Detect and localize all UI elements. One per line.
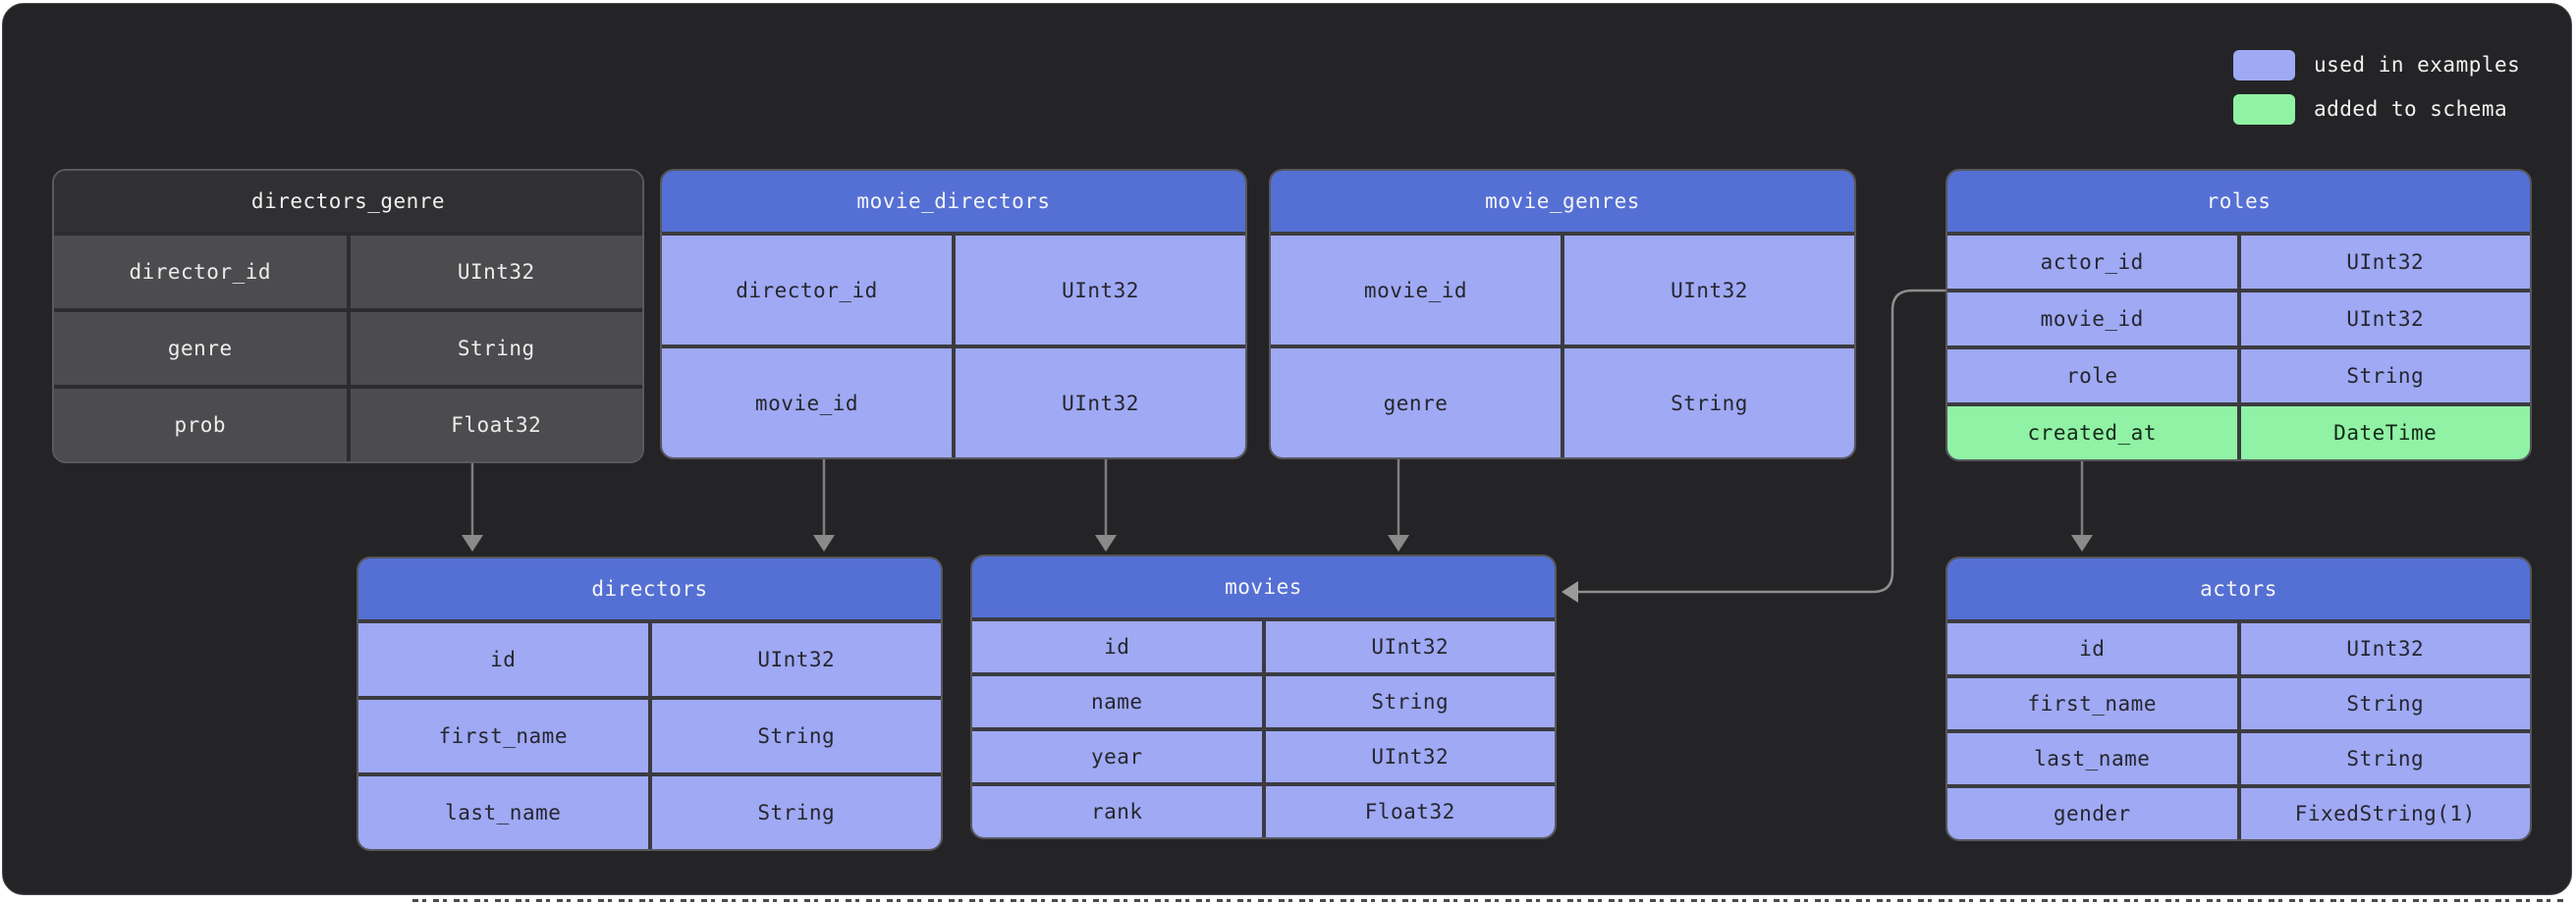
field-type-cell: UInt32	[1564, 236, 1854, 345]
field-name-cell: first_name	[358, 700, 648, 772]
field-type-cell: String	[651, 776, 941, 849]
field-type-cell: UInt32	[2240, 236, 2530, 289]
field-type-cell: UInt32	[1265, 731, 1555, 782]
table-directors: directors id UInt32 first_name String la…	[356, 557, 943, 851]
cropped-text-noise	[412, 899, 2566, 902]
field-name-cell: role	[1947, 349, 2237, 402]
field-name-cell: prob	[54, 389, 347, 461]
page-background-strip	[0, 895, 2576, 904]
table-title: movies	[972, 557, 1555, 617]
table-movie-directors: movie_directors director_id UInt32 movie…	[660, 169, 1247, 459]
field-name-cell: movie_id	[1947, 292, 2237, 346]
field-name-cell: director_id	[662, 236, 952, 345]
table-title: directors_genre	[54, 171, 642, 232]
table-title: roles	[1947, 171, 2530, 232]
field-type-cell: String	[1265, 676, 1555, 727]
field-type-cell: UInt32	[2240, 292, 2530, 346]
field-name-cell: movie_id	[662, 348, 952, 457]
field-type-cell: Float32	[1265, 786, 1555, 837]
legend-label: added to schema	[2314, 97, 2508, 121]
field-type-cell: UInt32	[956, 236, 1245, 345]
table-movie-genres: movie_genres movie_id UInt32 genre Strin…	[1269, 169, 1856, 459]
field-type-cell: String	[651, 700, 941, 772]
field-type-cell: UInt32	[350, 236, 642, 308]
table-roles: roles actor_id UInt32 movie_id UInt32 ro…	[1946, 169, 2532, 461]
field-name-cell: last_name	[358, 776, 648, 849]
table-actors: actors id UInt32 first_name String last_…	[1946, 557, 2532, 841]
field-type-cell: UInt32	[2240, 623, 2530, 674]
field-name-cell: rank	[972, 786, 1262, 837]
table-directors-genre: directors_genre director_id UInt32 genre…	[52, 169, 644, 463]
field-type-cell: String	[2240, 678, 2530, 729]
table-title: actors	[1947, 558, 2530, 619]
field-name-cell: name	[972, 676, 1262, 727]
table-title: directors	[358, 558, 941, 619]
field-type-cell: UInt32	[956, 348, 1245, 457]
field-name-cell: genre	[54, 312, 347, 385]
table-title: movie_directors	[662, 171, 1245, 232]
field-type-cell: String	[350, 312, 642, 385]
field-name-cell: id	[358, 623, 648, 696]
legend-label: used in examples	[2314, 53, 2521, 77]
table-movies: movies id UInt32 name String year UInt32…	[970, 555, 1557, 839]
field-name-cell: id	[972, 621, 1262, 672]
field-name-cell: id	[1947, 623, 2237, 674]
field-name-cell: gender	[1947, 788, 2237, 839]
field-name-cell-added: created_at	[1947, 406, 2237, 459]
field-name-cell: first_name	[1947, 678, 2237, 729]
field-name-cell: year	[972, 731, 1262, 782]
field-type-cell-added: DateTime	[2240, 406, 2530, 459]
field-type-cell: String	[1564, 348, 1854, 457]
field-type-cell: Float32	[350, 389, 642, 461]
legend-swatch-added-to-schema	[2233, 94, 2295, 125]
field-type-cell: FixedString(1)	[2240, 788, 2530, 839]
table-title: movie_genres	[1271, 171, 1854, 232]
field-name-cell: director_id	[54, 236, 347, 308]
field-type-cell: String	[2240, 733, 2530, 784]
field-type-cell: String	[2240, 349, 2530, 402]
field-name-cell: actor_id	[1947, 236, 2237, 289]
legend-swatch-used-in-examples	[2233, 50, 2295, 80]
field-type-cell: UInt32	[651, 623, 941, 696]
field-type-cell: UInt32	[1265, 621, 1555, 672]
field-name-cell: genre	[1271, 348, 1561, 457]
field-name-cell: movie_id	[1271, 236, 1561, 345]
field-name-cell: last_name	[1947, 733, 2237, 784]
